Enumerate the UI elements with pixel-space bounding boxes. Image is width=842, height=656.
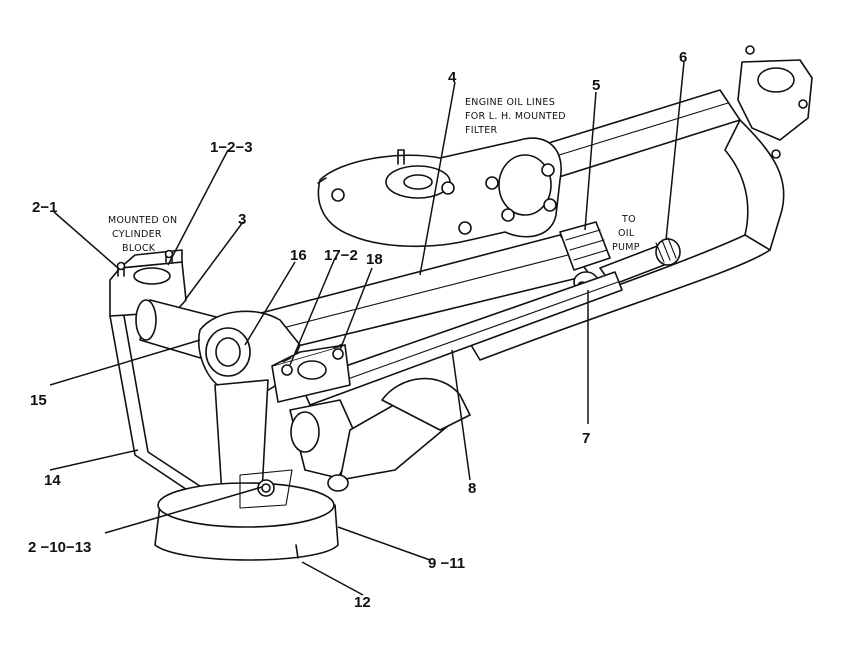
lower-oil-tube — [299, 271, 623, 406]
callout-5: 5 — [592, 77, 600, 94]
note-engine-oil-lines: ENGINE OIL LINES FOR L. H. MOUNTED FILTE… — [465, 97, 566, 136]
note-line-2: CYLINDER — [112, 229, 162, 240]
engine-oil-lines-lh-filter — [317, 45, 813, 361]
callout-17-2: 17−2 — [324, 247, 358, 264]
elbow-fitting — [289, 377, 471, 492]
note-line-1: ENGINE OIL LINES — [465, 97, 555, 108]
note-mounted-on-block: MOUNTED ON CYLINDER BLOCK — [108, 215, 177, 254]
callout-16: 16 — [290, 247, 307, 264]
note-to-oil-pump: TO OIL PUMP — [612, 214, 640, 253]
note-line-3: BLOCK — [122, 243, 156, 254]
tube-clamp-block — [271, 343, 351, 403]
callout-12: 12 — [354, 594, 371, 611]
leader-lines — [49, 61, 685, 596]
note-line-2: OIL — [618, 228, 635, 239]
callout-7: 7 — [582, 430, 590, 447]
callout-2-1: 2−1 — [32, 199, 57, 216]
note-line-3: FILTER — [465, 125, 498, 136]
callout-1-2-3: 1−2−3 — [210, 139, 253, 156]
note-line-3: PUMP — [612, 242, 640, 253]
cylinder-block-bracket — [109, 249, 187, 317]
callout-14: 14 — [44, 472, 61, 489]
note-line-1: MOUNTED ON — [108, 215, 177, 226]
oil-filter-canister — [154, 469, 339, 561]
note-line-1: TO — [621, 214, 636, 225]
callout-4: 4 — [448, 69, 457, 86]
callout-labels: 1−2−3 2−1 3 4 5 6 7 8 9 −11 12 14 15 16 … — [28, 49, 687, 611]
callout-18: 18 — [366, 251, 383, 268]
callout-8: 8 — [468, 480, 476, 497]
callout-6: 6 — [679, 49, 687, 66]
callout-9-11: 9 −11 — [428, 555, 465, 572]
callout-3: 3 — [238, 211, 246, 228]
note-line-2: FOR L. H. MOUNTED — [465, 111, 566, 122]
callout-15: 15 — [30, 392, 47, 409]
callout-2-10-13: 2 −10−13 — [28, 539, 91, 556]
